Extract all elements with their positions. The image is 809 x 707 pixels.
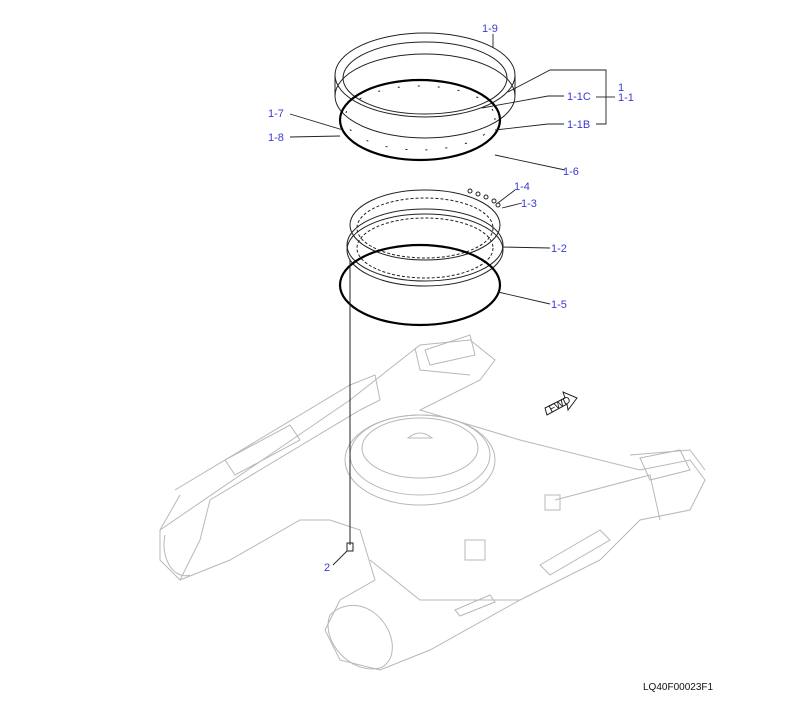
callout-1-9[interactable]: 1-9 (482, 23, 498, 35)
callout-2[interactable]: 2 (324, 562, 330, 574)
callout-1-3[interactable]: 1-3 (521, 198, 537, 210)
seal-1-5 (338, 243, 502, 327)
callout-1-5[interactable]: 1-5 (551, 299, 567, 311)
fwd-label: FWD (547, 395, 572, 415)
callout-1[interactable]: 1 (618, 82, 624, 94)
callout-1-6[interactable]: 1-6 (563, 166, 579, 178)
seal-1-6 (338, 78, 502, 162)
leader-lines (289, 34, 615, 566)
fwd-arrow-icon: FWD (544, 391, 578, 416)
callout-1-1b[interactable]: 1-1B (567, 119, 590, 131)
callout-1-2[interactable]: 1-2 (551, 243, 567, 255)
callout-1-7[interactable]: 1-7 (268, 108, 284, 120)
internal-gear (338, 188, 504, 327)
swing-bearing-outer-race (334, 32, 516, 162)
callout-1-1c[interactable]: 1-1C (567, 91, 591, 103)
bolt-2 (346, 260, 354, 552)
drawing-code: LQ40F00023F1 (643, 682, 713, 693)
track-frame (159, 334, 706, 671)
callout-1-8[interactable]: 1-8 (268, 132, 284, 144)
callout-1-4[interactable]: 1-4 (514, 181, 530, 193)
callout-1-1[interactable]: 1-1 (618, 92, 634, 104)
